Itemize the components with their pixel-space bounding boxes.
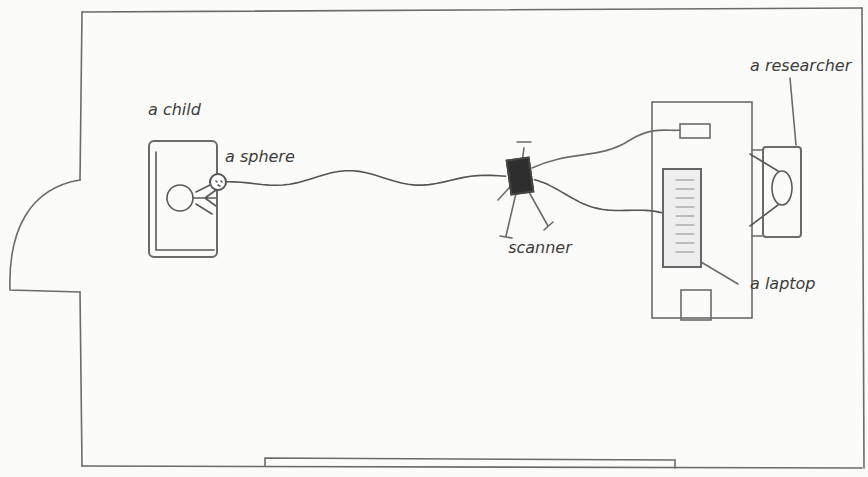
wire-connector <box>534 180 662 213</box>
keys-figure <box>664 170 700 266</box>
child-figure <box>150 142 216 256</box>
desk <box>652 102 752 318</box>
scanner-box: scanner <box>506 157 535 196</box>
desk-device <box>680 124 710 138</box>
node-label: a laptop <box>750 274 816 293</box>
laptop: a laptop <box>662 168 702 268</box>
sphere: a sphere <box>209 173 227 191</box>
door-arc <box>10 180 80 292</box>
wall-right <box>862 8 864 468</box>
wire-connector <box>227 171 506 186</box>
node-label: a researcher <box>750 56 851 75</box>
wall-top <box>82 8 862 12</box>
desk-box <box>681 290 711 320</box>
researcher-chair: a researcher <box>762 146 802 238</box>
leader-line <box>790 78 796 145</box>
wall-left <box>80 12 82 466</box>
wire <box>532 130 680 168</box>
node-label: a child <box>148 100 201 119</box>
node-label: a sphere <box>225 147 295 166</box>
leader-line <box>701 262 738 284</box>
head-figure <box>764 148 800 236</box>
node-label: scanner <box>508 238 572 257</box>
face-figure <box>211 175 225 189</box>
child-chair: a child <box>148 140 218 258</box>
window <box>265 458 675 468</box>
wall-bottom <box>82 466 862 468</box>
